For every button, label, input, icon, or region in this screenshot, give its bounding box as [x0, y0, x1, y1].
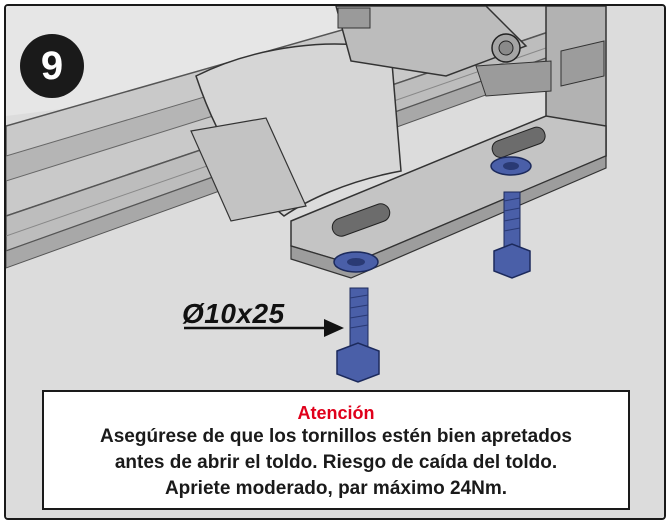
notice-title: Atención: [297, 403, 375, 423]
notice-line-3: Apriete moderado, par máximo 24Nm.: [164, 478, 508, 499]
step-number: 9: [40, 43, 64, 88]
bolt-right: [493, 191, 531, 279]
slot-right: [491, 126, 546, 158]
bolt-left: [336, 287, 380, 383]
step-number-badge: 9: [20, 34, 84, 98]
dimension-arrow: [184, 319, 344, 337]
warning-notice: Atención Asegúrese de que los tornillos …: [42, 390, 630, 510]
assembly-illustration: [6, 6, 664, 518]
notice-line-2: antes de abrir el toldo. Riesgo de caída…: [114, 452, 558, 473]
bolt-dimension-label: Ø10x25: [182, 298, 285, 329]
slot-left: [331, 203, 391, 237]
instruction-panel: 9 Ø10x25 Atención Asegúrese de que los t…: [4, 4, 666, 520]
notice-line-1: Asegúrese de que los tornillos estén bie…: [100, 426, 572, 447]
